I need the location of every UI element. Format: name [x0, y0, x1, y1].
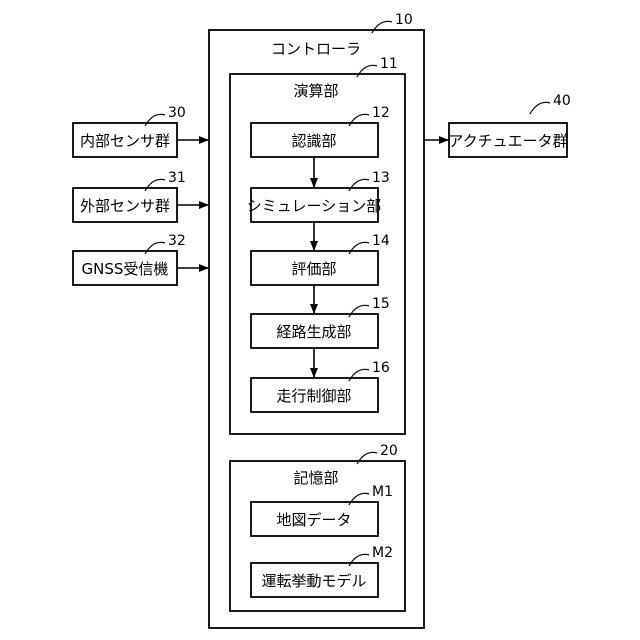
- route-gen-ref: 15: [372, 296, 390, 312]
- travel-ctrl-ref: 16: [372, 360, 390, 376]
- storage-label: 記憶部: [293, 469, 338, 487]
- map-data-ref: M1: [372, 484, 393, 500]
- driving-model-ref: M2: [372, 545, 393, 561]
- map-data-label: 地図データ: [276, 511, 351, 529]
- controller-label: コントローラ: [271, 40, 361, 58]
- calc-unit-label: 演算部: [293, 82, 338, 100]
- simulation-label: シミュレーション部: [247, 197, 381, 215]
- internal-sensors-label: 内部センサ群: [80, 132, 170, 150]
- internal-sensors-ref: 30: [168, 105, 186, 121]
- evaluation-label: 評価部: [291, 260, 336, 278]
- gnss-block: GNSS受信機 32: [73, 233, 186, 285]
- external-sensors-label: 外部センサ群: [80, 197, 170, 215]
- internal-sensors-block: 内部センサ群 30: [73, 105, 186, 157]
- external-sensors-block: 外部センサ群 31: [73, 170, 186, 222]
- driving-model-label: 運転挙動モデル: [261, 572, 366, 590]
- calc-unit-ref: 11: [380, 56, 398, 72]
- recognition-ref: 12: [372, 105, 390, 121]
- travel-ctrl-label: 走行制御部: [276, 387, 351, 405]
- route-gen-label: 経路生成部: [276, 323, 351, 341]
- actuators-label: アクチュエータ群: [448, 132, 567, 150]
- actuators-ref: 40: [553, 93, 571, 109]
- recognition-label: 認識部: [291, 132, 336, 150]
- storage-ref: 20: [380, 443, 398, 459]
- evaluation-ref: 14: [372, 233, 390, 249]
- controller-ref: 10: [395, 12, 413, 28]
- simulation-ref: 13: [372, 170, 390, 186]
- external-sensors-ref: 31: [168, 170, 186, 186]
- actuators-ref-leader: [530, 102, 550, 114]
- actuators-block: アクチュエータ群 40: [448, 93, 570, 157]
- gnss-label: GNSS受信機: [82, 260, 169, 278]
- gnss-ref: 32: [168, 233, 186, 249]
